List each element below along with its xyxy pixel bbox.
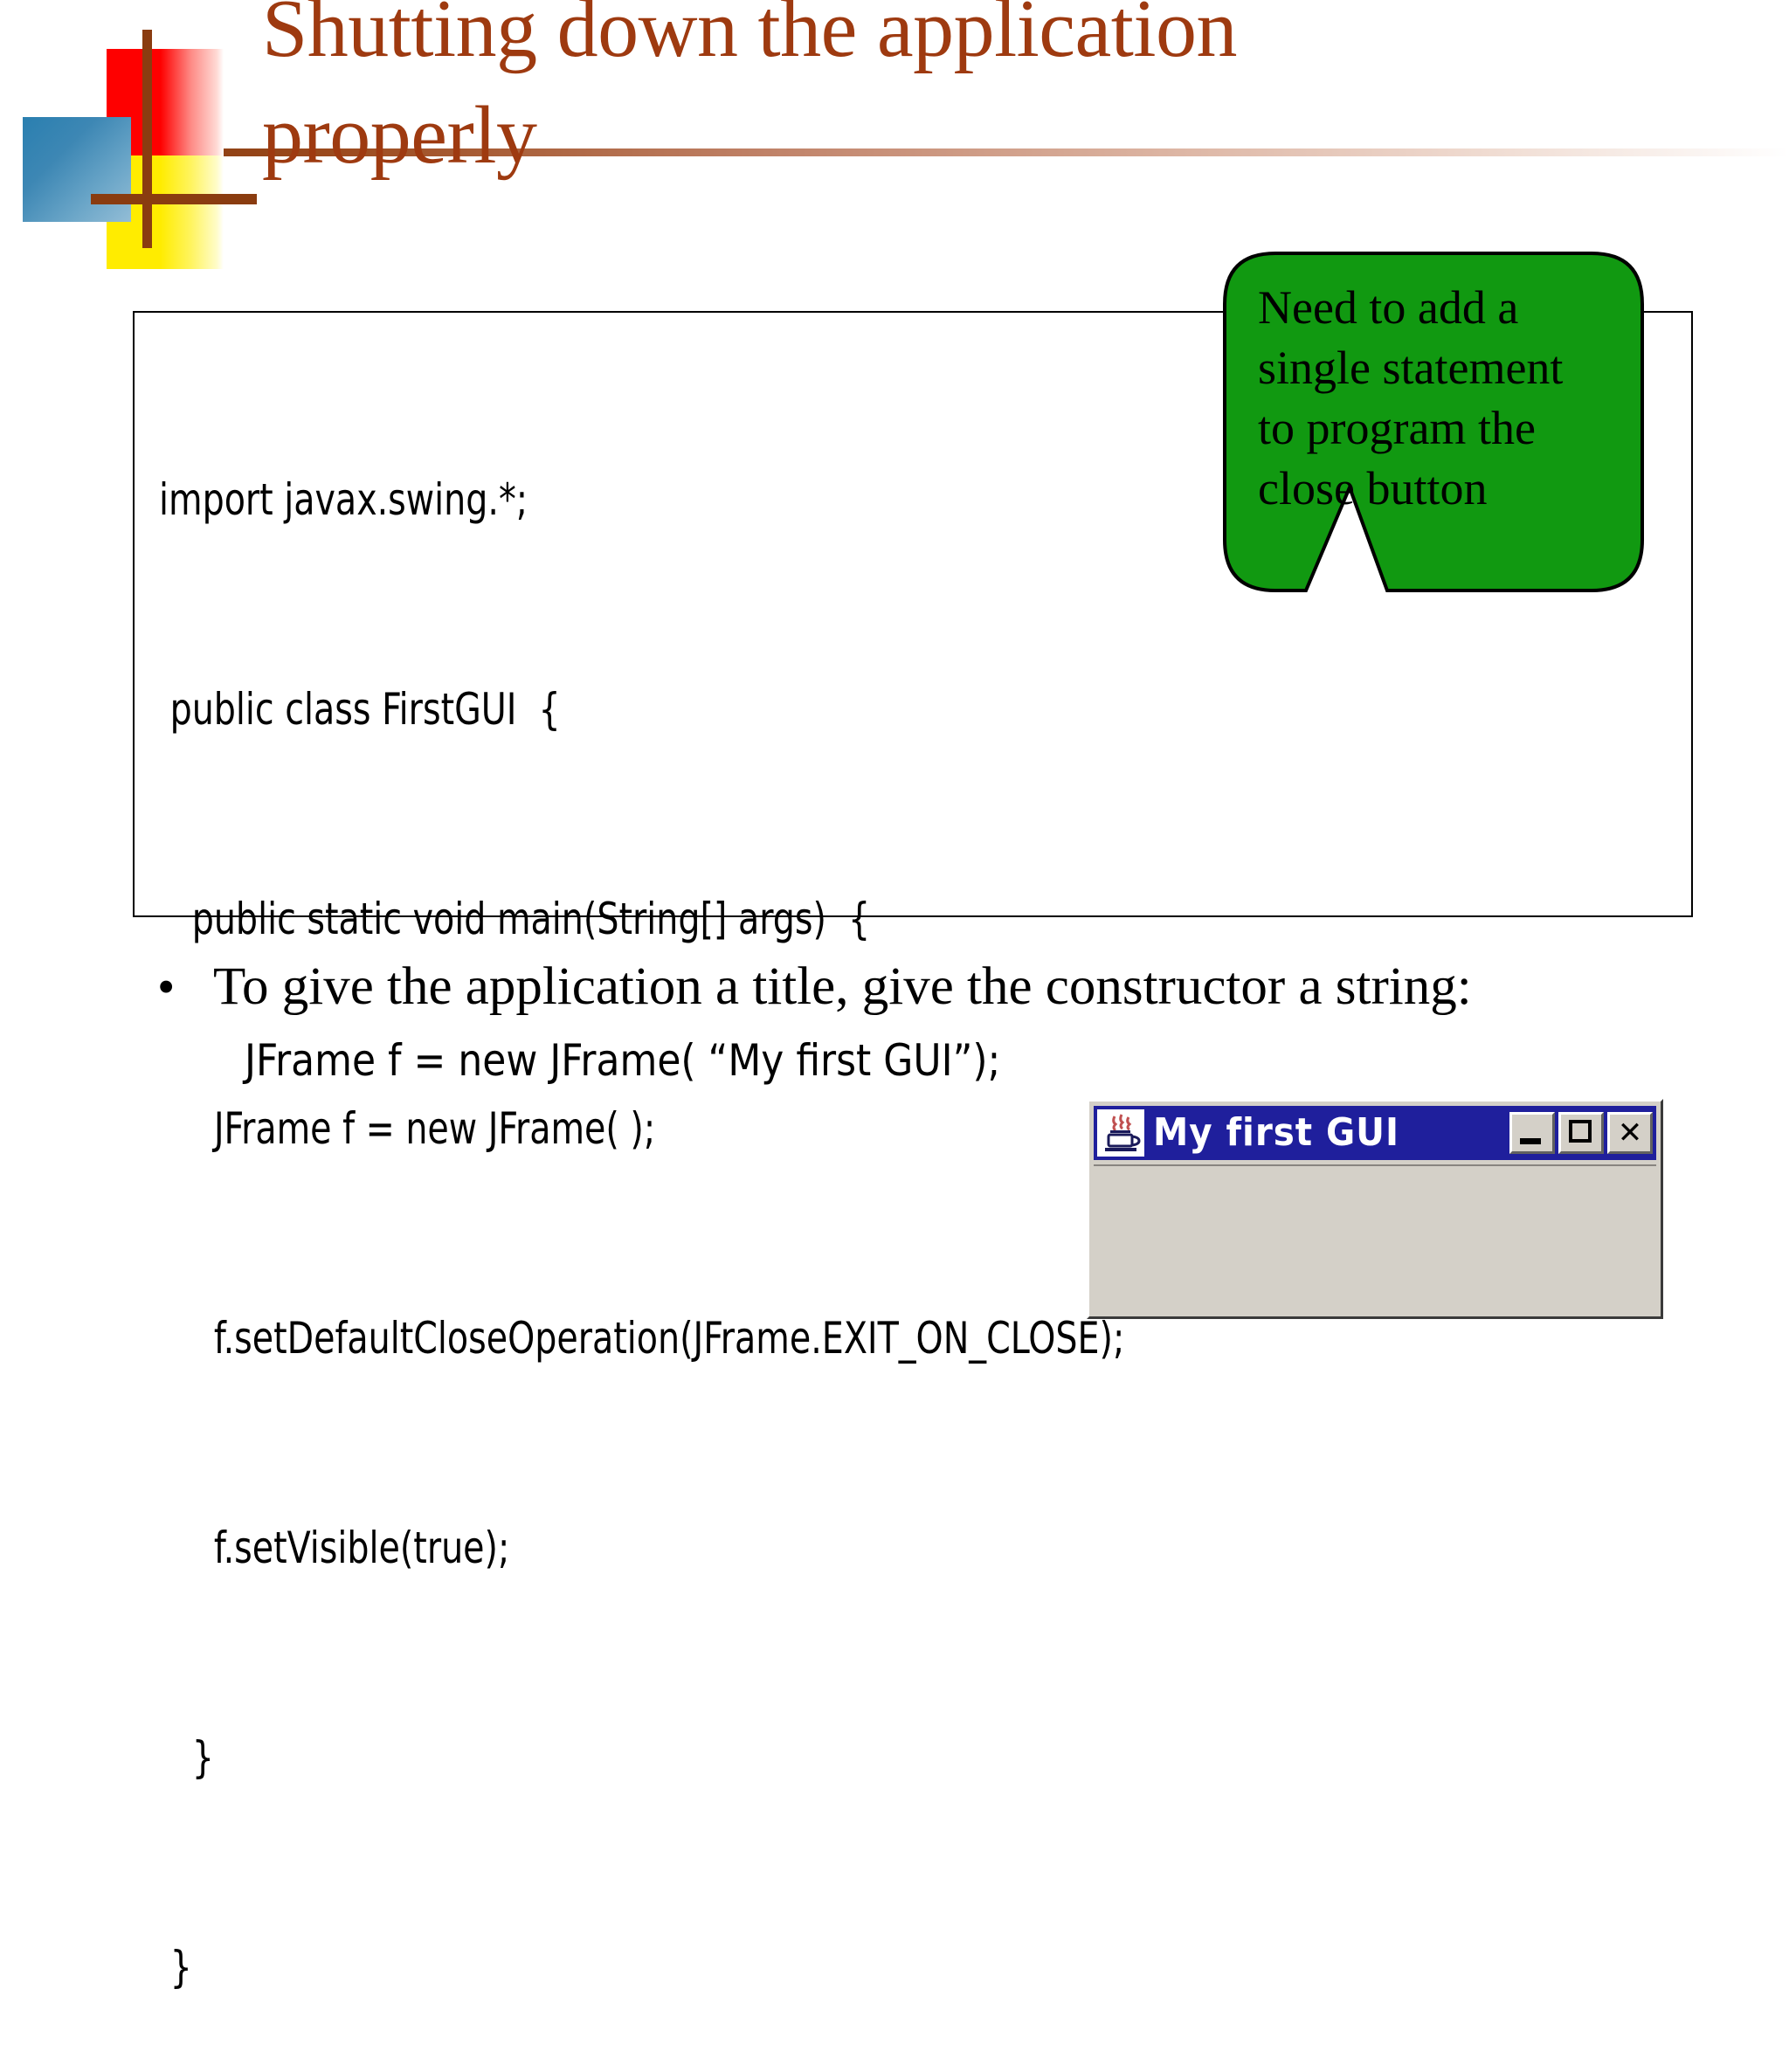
window-title: My first GUI [1153,1110,1399,1155]
logo-vertical-bar [142,30,152,248]
bullet-item: • To give the application a title, give … [157,954,1730,1020]
title-divider [142,148,1789,156]
code-block-border [133,311,1693,917]
bullet-code-line: JFrame f = new JFrame( “My first GUI”); [245,1035,1001,1086]
code-line: public static void main(String[] args) { [159,894,871,944]
window-titlebar: My first GUI ✕ [1094,1106,1656,1160]
code-line: f.setVisible(true); [159,1523,510,1573]
code-line: } [159,1942,192,1993]
callout-shape-icon [1223,252,1644,592]
callout-line: single statement [1258,342,1564,394]
java-coffee-cup-icon [1097,1109,1144,1157]
callout-line: to program the [1258,402,1536,454]
callout-line: close button [1258,462,1488,515]
maximize-icon [1569,1120,1592,1143]
minimize-icon [1520,1138,1541,1144]
logo-horizontal-bar [91,194,257,204]
minimize-button[interactable] [1509,1112,1555,1154]
maximize-button[interactable] [1558,1112,1604,1154]
code-line: JFrame f = new JFrame( ); [159,1103,656,1154]
window-controls: ✕ [1509,1112,1653,1154]
code-line: public class FirstGUI { [159,684,561,735]
page-title-line-1: Shutting down the application [262,0,1237,74]
close-button[interactable]: ✕ [1607,1112,1653,1154]
callout-text: Need to add a single statement to progra… [1258,278,1607,519]
callout-line: Need to add a [1258,281,1519,334]
bullet-marker-icon: • [157,958,176,1015]
bullet-text: To give the application a title, give th… [213,957,1472,1016]
logo-blue-square [23,117,131,222]
slide-decoration-logo [0,0,262,269]
page-title: Shutting down the application properly [262,0,1572,189]
app-window-mockup: My first GUI ✕ [1087,1099,1663,1319]
window-client-area [1094,1164,1656,1312]
close-icon: ✕ [1617,1115,1643,1150]
callout-balloon [1223,252,1644,592]
code-line: } [159,1732,214,1783]
code-line: import javax.swing.*; [159,474,528,525]
page-title-line-2: properly [262,90,537,181]
